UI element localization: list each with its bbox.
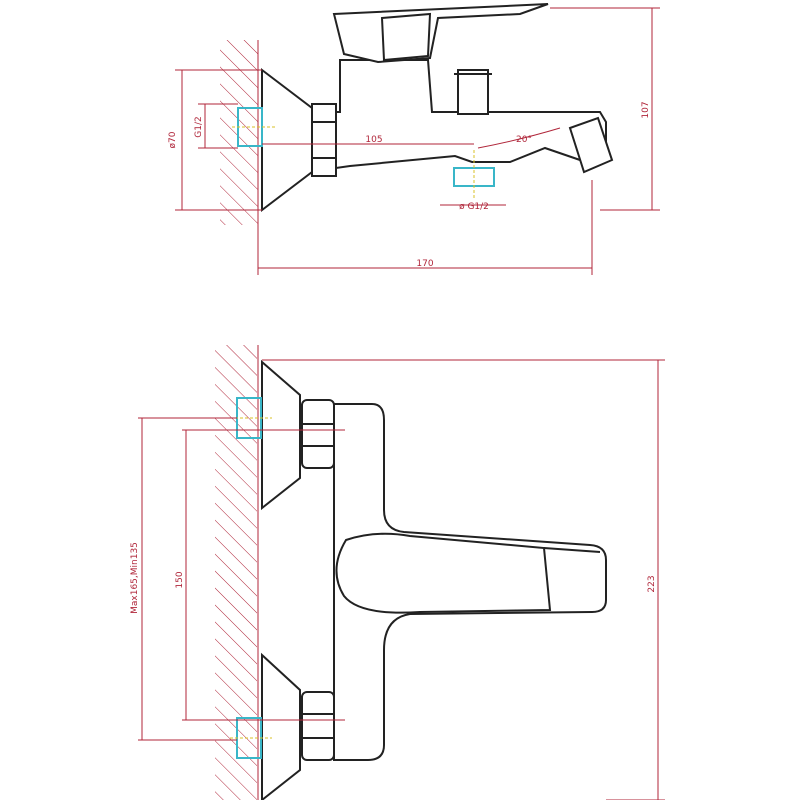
dim-range: Max165,Min135 — [130, 542, 140, 614]
dim-height-front: 223 — [647, 575, 657, 592]
escutcheon-side — [261, 67, 313, 213]
cartridge-cap — [457, 69, 489, 115]
dim-spout-reach: 105 — [365, 135, 382, 145]
dim-thread-left: G1/2 — [194, 116, 204, 137]
dim-thread-bottom: ø G1/2 — [459, 202, 489, 212]
dim-centers: 150 — [175, 571, 185, 588]
dim-length: 170 — [416, 259, 433, 269]
spout-tip — [568, 116, 614, 174]
hex-nut-top-front — [301, 399, 335, 469]
escutcheon-bottom-front — [261, 652, 301, 800]
side-view: ø70 G1/2 105 20° ø G1/2 107 170 — [168, 3, 660, 275]
escutcheon-top-front — [261, 359, 301, 511]
dim-height-side: 107 — [641, 101, 651, 118]
valve-body-front — [333, 403, 607, 761]
hex-nut-side — [311, 103, 337, 177]
lever-handle-side — [332, 3, 549, 64]
front-view: 223 150 Max165,Min135 — [130, 345, 665, 800]
dim-angle: 20° — [516, 135, 532, 145]
lever-handle-front — [335, 532, 552, 614]
dim-diameter: ø70 — [168, 131, 178, 148]
hex-nut-bottom-front — [301, 691, 335, 761]
